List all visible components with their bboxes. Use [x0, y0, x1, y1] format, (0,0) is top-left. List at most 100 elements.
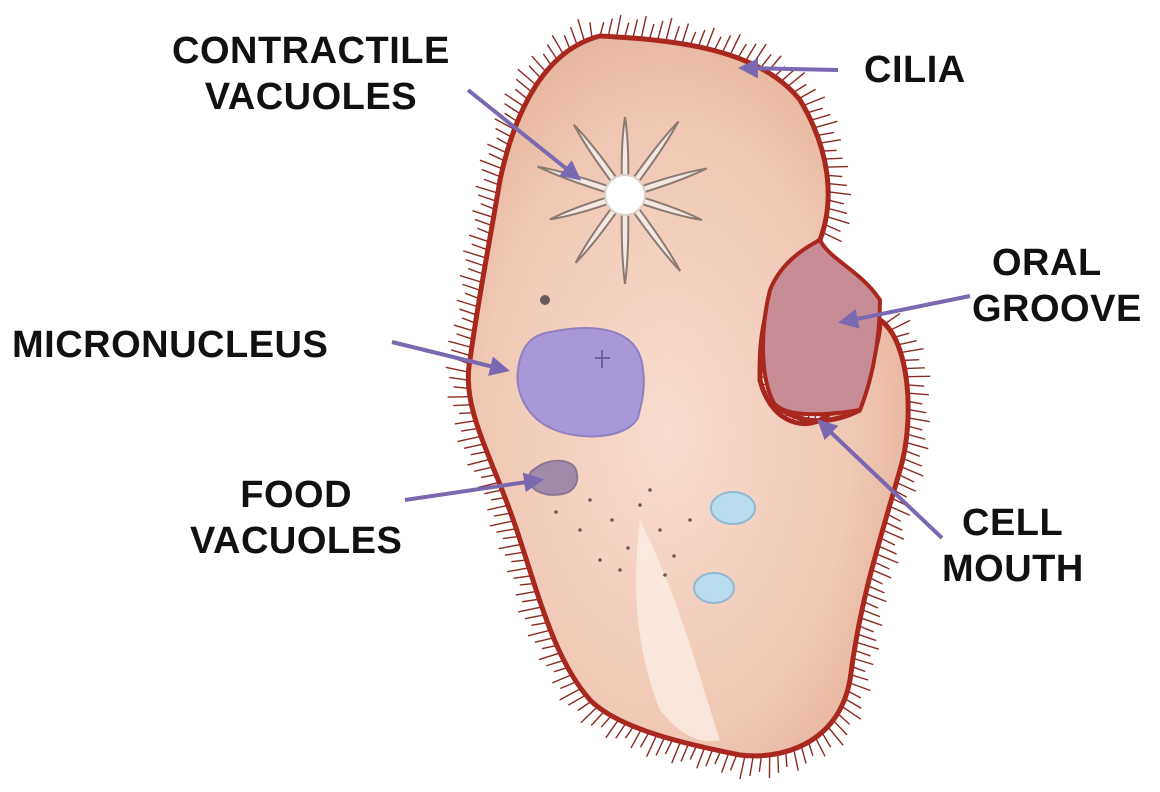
cilium [476, 186, 498, 193]
cilium [876, 554, 898, 563]
cilium [906, 442, 928, 448]
cilium [787, 73, 804, 87]
cilium [666, 18, 672, 41]
cilium [817, 132, 834, 135]
cilium [463, 251, 486, 258]
cilium [466, 260, 485, 266]
cilium [896, 482, 915, 491]
cilium [461, 428, 478, 431]
cilium [820, 140, 841, 144]
cilium [462, 284, 480, 290]
cilium [457, 334, 473, 339]
cilium [899, 475, 915, 483]
cilium [753, 44, 766, 64]
cilium [487, 505, 508, 510]
cilium [475, 219, 492, 225]
cilium [460, 276, 482, 283]
cilium [826, 167, 848, 168]
cilium [823, 232, 842, 241]
cilium [706, 749, 713, 766]
cilium [681, 744, 689, 762]
cilium [845, 699, 862, 709]
cilium [474, 467, 493, 471]
cilium [631, 729, 641, 748]
cilium [560, 689, 581, 701]
cilium [641, 16, 646, 39]
cilium [907, 434, 926, 439]
cilium [828, 727, 843, 746]
cilium [778, 754, 779, 773]
cilium [856, 642, 879, 649]
cilium [826, 216, 849, 223]
cilium [885, 522, 902, 530]
cilium [898, 341, 917, 345]
cilium [890, 320, 910, 330]
cilium [449, 377, 468, 380]
granule [618, 568, 622, 572]
cilium [616, 723, 626, 738]
cilium [905, 368, 925, 369]
cilium [656, 737, 665, 755]
cilium [854, 650, 870, 656]
cilium [591, 711, 604, 725]
cilium [453, 405, 471, 406]
granule [672, 554, 676, 558]
cilium [487, 144, 506, 153]
cilium [794, 749, 799, 771]
cilium [722, 753, 729, 773]
cilium [482, 170, 501, 177]
cilium [464, 444, 484, 448]
label-cell-mouth: CELL MOUTH [942, 500, 1084, 592]
cilium [505, 104, 521, 115]
cilium [872, 570, 892, 578]
cilium [516, 79, 532, 92]
small-vacuole [694, 573, 734, 603]
label-cell-line2: MOUTH [942, 546, 1084, 592]
label-cell-line1: CELL [942, 500, 1084, 546]
cilium [883, 530, 904, 539]
cilium [799, 89, 816, 98]
cilium [606, 720, 619, 738]
cilium [803, 97, 825, 106]
cilium [457, 436, 481, 441]
cilium [781, 69, 795, 81]
cilium [885, 314, 900, 324]
cilium [866, 594, 887, 602]
label-contractile-vacuoles: CONTRACTILE VACUOLES [172, 28, 450, 120]
cilium [862, 610, 880, 617]
label-food-line2: VACUOLES [190, 518, 402, 564]
cilium [484, 490, 502, 494]
cilium [507, 568, 529, 572]
cilium [539, 653, 560, 660]
cilium [528, 630, 551, 636]
cilium [459, 309, 476, 315]
cilium [698, 30, 705, 47]
cilium [740, 756, 745, 780]
cilium [522, 599, 539, 602]
cilium [616, 15, 620, 37]
cilium [560, 682, 576, 689]
cilium [478, 195, 496, 201]
cilium [750, 756, 753, 776]
label-oral-line2: GROOVE [972, 286, 1142, 332]
cilium [469, 235, 489, 242]
cilium [571, 27, 578, 45]
cilium [647, 735, 657, 757]
cilium [889, 506, 909, 515]
small-vacuole [711, 492, 755, 524]
cilium [908, 418, 930, 422]
cilium [608, 19, 612, 37]
label-oral-groove: ORAL GROOVE [972, 240, 1142, 332]
cilium [842, 706, 861, 719]
cilium [552, 35, 563, 54]
cilium [674, 26, 679, 42]
cilium [672, 742, 681, 763]
granule [638, 503, 642, 507]
cilium [472, 211, 493, 218]
cilium [731, 754, 737, 770]
cilium [833, 720, 847, 735]
cilium [857, 634, 876, 641]
cilium [641, 732, 649, 747]
label-cilia: CILIA [864, 47, 966, 93]
